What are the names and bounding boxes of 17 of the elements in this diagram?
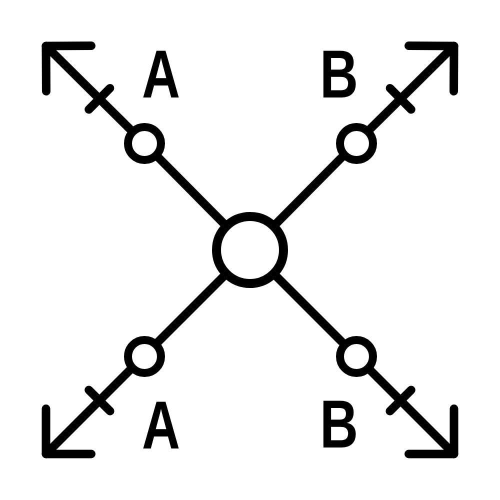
letter-label: B: [320, 400, 358, 450]
connector-line: [272, 272, 346, 346]
junction-circle: [124, 336, 164, 376]
hub-circle: [212, 212, 288, 288]
letter-label: A: [142, 50, 180, 100]
connector-line: [272, 153, 346, 228]
junction-circle: [124, 122, 164, 164]
letter-label: A: [142, 400, 180, 452]
connector-line: [154, 153, 228, 228]
junction-circle: [336, 336, 376, 376]
arrow: [366, 42, 458, 133]
junction-circle: [336, 122, 376, 164]
letter-label: B: [320, 50, 358, 100]
arrow: [42, 42, 134, 133]
connector-line: [154, 272, 228, 346]
arrow: [42, 366, 134, 458]
arrow: [366, 366, 458, 458]
